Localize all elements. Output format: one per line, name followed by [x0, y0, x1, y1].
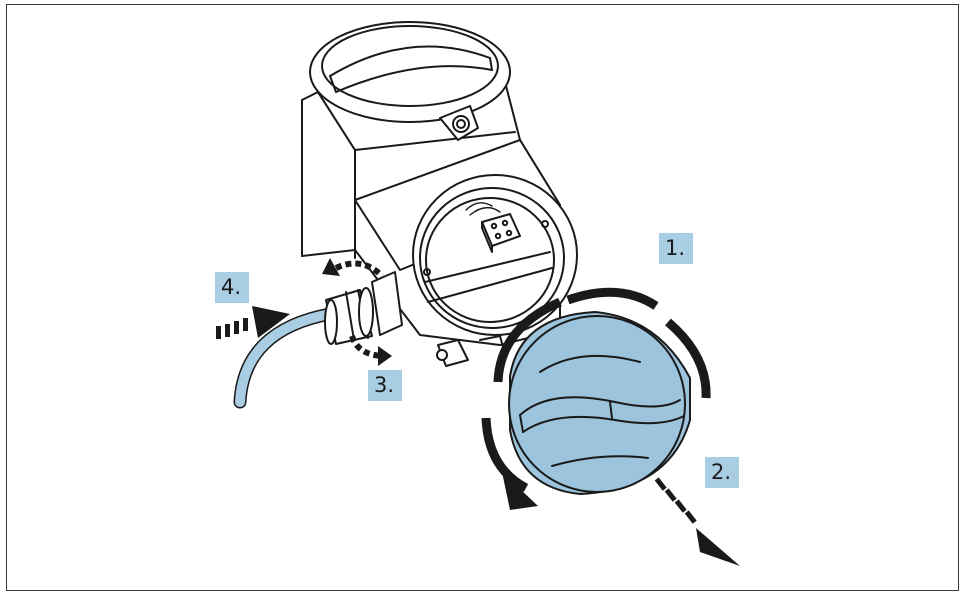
cover-remove-arrow	[654, 477, 740, 566]
step-4-label: 4.	[215, 272, 249, 303]
transmitter-housing	[301, 21, 578, 367]
step-2-label: 2.	[705, 457, 739, 488]
gland-rotate-arrows	[322, 258, 392, 366]
figure-frame	[6, 4, 959, 591]
step-1-label: 1.	[659, 233, 693, 264]
step-3-label: 3.	[368, 370, 402, 401]
housing-cover	[508, 311, 691, 495]
cable-gland	[324, 287, 374, 345]
terminal-block	[481, 213, 521, 253]
cable-insert-arrow	[216, 306, 290, 339]
cable	[233, 307, 337, 409]
cover-rotate-arrows	[481, 287, 711, 510]
